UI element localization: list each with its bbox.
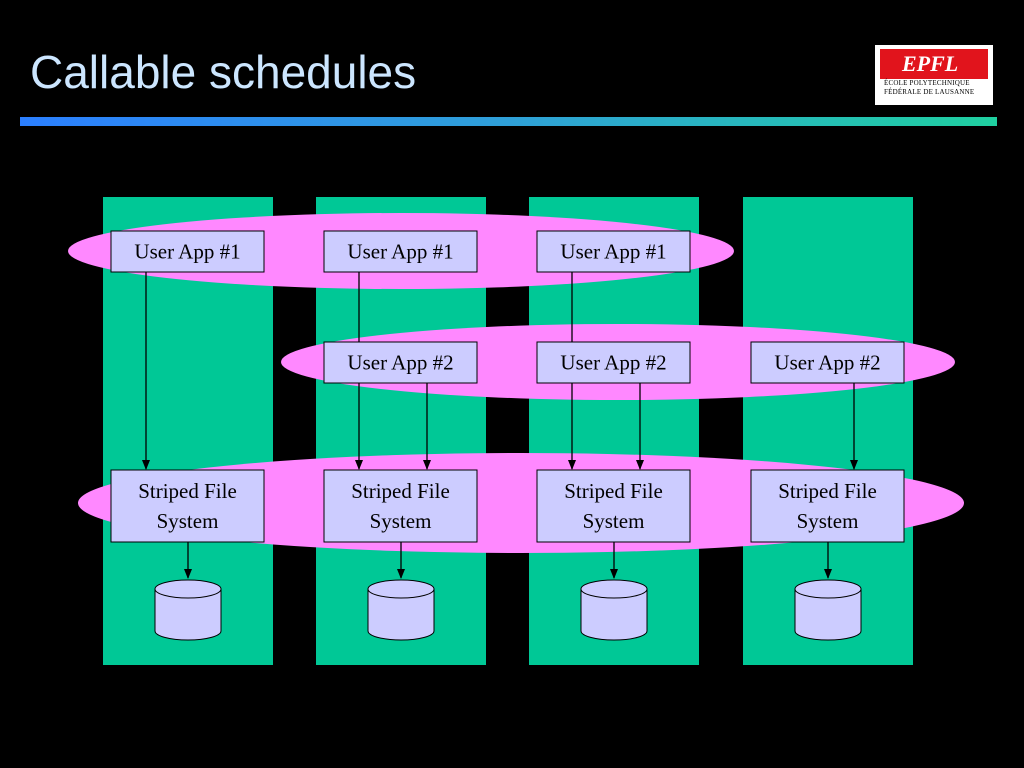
user-app1-box-node-1-label-1: User App #1 <box>134 240 240 264</box>
user-app2-box-node-4: User App #2 <box>750 341 905 384</box>
disk-cylinder-node-4 <box>794 579 862 641</box>
striped-fs-box-node-3-label-1: Striped File <box>564 479 663 503</box>
disk-cylinder-node-3 <box>580 579 648 641</box>
disk-cylinder-node-2-body <box>367 588 435 641</box>
disk-cylinder-node-2-top <box>367 579 435 599</box>
slide-title: Callable schedules <box>30 46 417 98</box>
striped-fs-box-node-2-label-2: System <box>370 509 432 533</box>
connection-arrows <box>142 272 858 579</box>
striped-fs-box-node-1-frame <box>110 469 265 543</box>
user-app1-box-node-3: User App #1 <box>536 230 691 273</box>
disk-cylinder-node-1-body <box>154 588 222 641</box>
striped-fs-box-node-4-frame <box>750 469 905 543</box>
user-app2-box-node-3-frame <box>536 341 691 384</box>
disk-cylinder-node-4-body <box>794 588 862 641</box>
striped-fs-box-node-1-label-1: Striped File <box>138 479 237 503</box>
user-app2-box-node-4-label-1: User App #2 <box>774 351 880 375</box>
user-app2-box-node-2-label-1: User App #2 <box>347 351 453 375</box>
disk-cylinder-node-3-body <box>580 588 648 641</box>
striped-fs-box-node-4-label-2: System <box>797 509 859 533</box>
user-app2-box-node-2-frame <box>323 341 478 384</box>
user-app2-box-node-3-label-1: User App #2 <box>560 351 666 375</box>
striped-fs-box-node-4-label-1: Striped File <box>778 479 877 503</box>
disk-cylinder-node-4-top <box>794 579 862 599</box>
user-app1-box-node-2-label-1: User App #1 <box>347 240 453 264</box>
user-app1-box-node-2-frame <box>323 230 478 273</box>
user-app1-box-node-1-frame <box>110 230 265 273</box>
user-app1-box-node-3-frame <box>536 230 691 273</box>
disk-cylinder-node-2 <box>367 579 435 641</box>
striped-fs-box-node-2-frame <box>323 469 478 543</box>
user-app2-box-node-3: User App #2 <box>536 341 691 384</box>
striped-fs-box-node-1-label-2: System <box>157 509 219 533</box>
striped-fs-box-node-3-label-2: System <box>583 509 645 533</box>
user-app2-box-node-4-frame <box>750 341 905 384</box>
logo-mark: EPFL <box>880 49 988 79</box>
logo-line-2: FÉDÉRALE DE LAUSANNE <box>884 88 975 96</box>
user-app1-box-node-3-label-1: User App #1 <box>560 240 666 264</box>
epfl-logo: EPFL ÉCOLE POLYTECHNIQUE FÉDÉRALE DE LAU… <box>875 45 993 105</box>
disk-cylinder-node-1 <box>154 579 222 641</box>
user-app2-box-node-2: User App #2 <box>323 341 478 384</box>
disk-cylinder-node-1-top <box>154 579 222 599</box>
user-app1-box-node-2: User App #1 <box>323 230 478 273</box>
user-app1-box-node-1: User App #1 <box>110 230 265 273</box>
logo-line-1: ÉCOLE POLYTECHNIQUE <box>884 79 970 87</box>
file-system-group-ellipse <box>78 453 964 553</box>
disk-cylinder-node-3-top <box>580 579 648 599</box>
title-rule <box>20 117 997 126</box>
striped-fs-box-node-2-label-1: Striped File <box>351 479 450 503</box>
striped-fs-box-node-3-frame <box>536 469 691 543</box>
